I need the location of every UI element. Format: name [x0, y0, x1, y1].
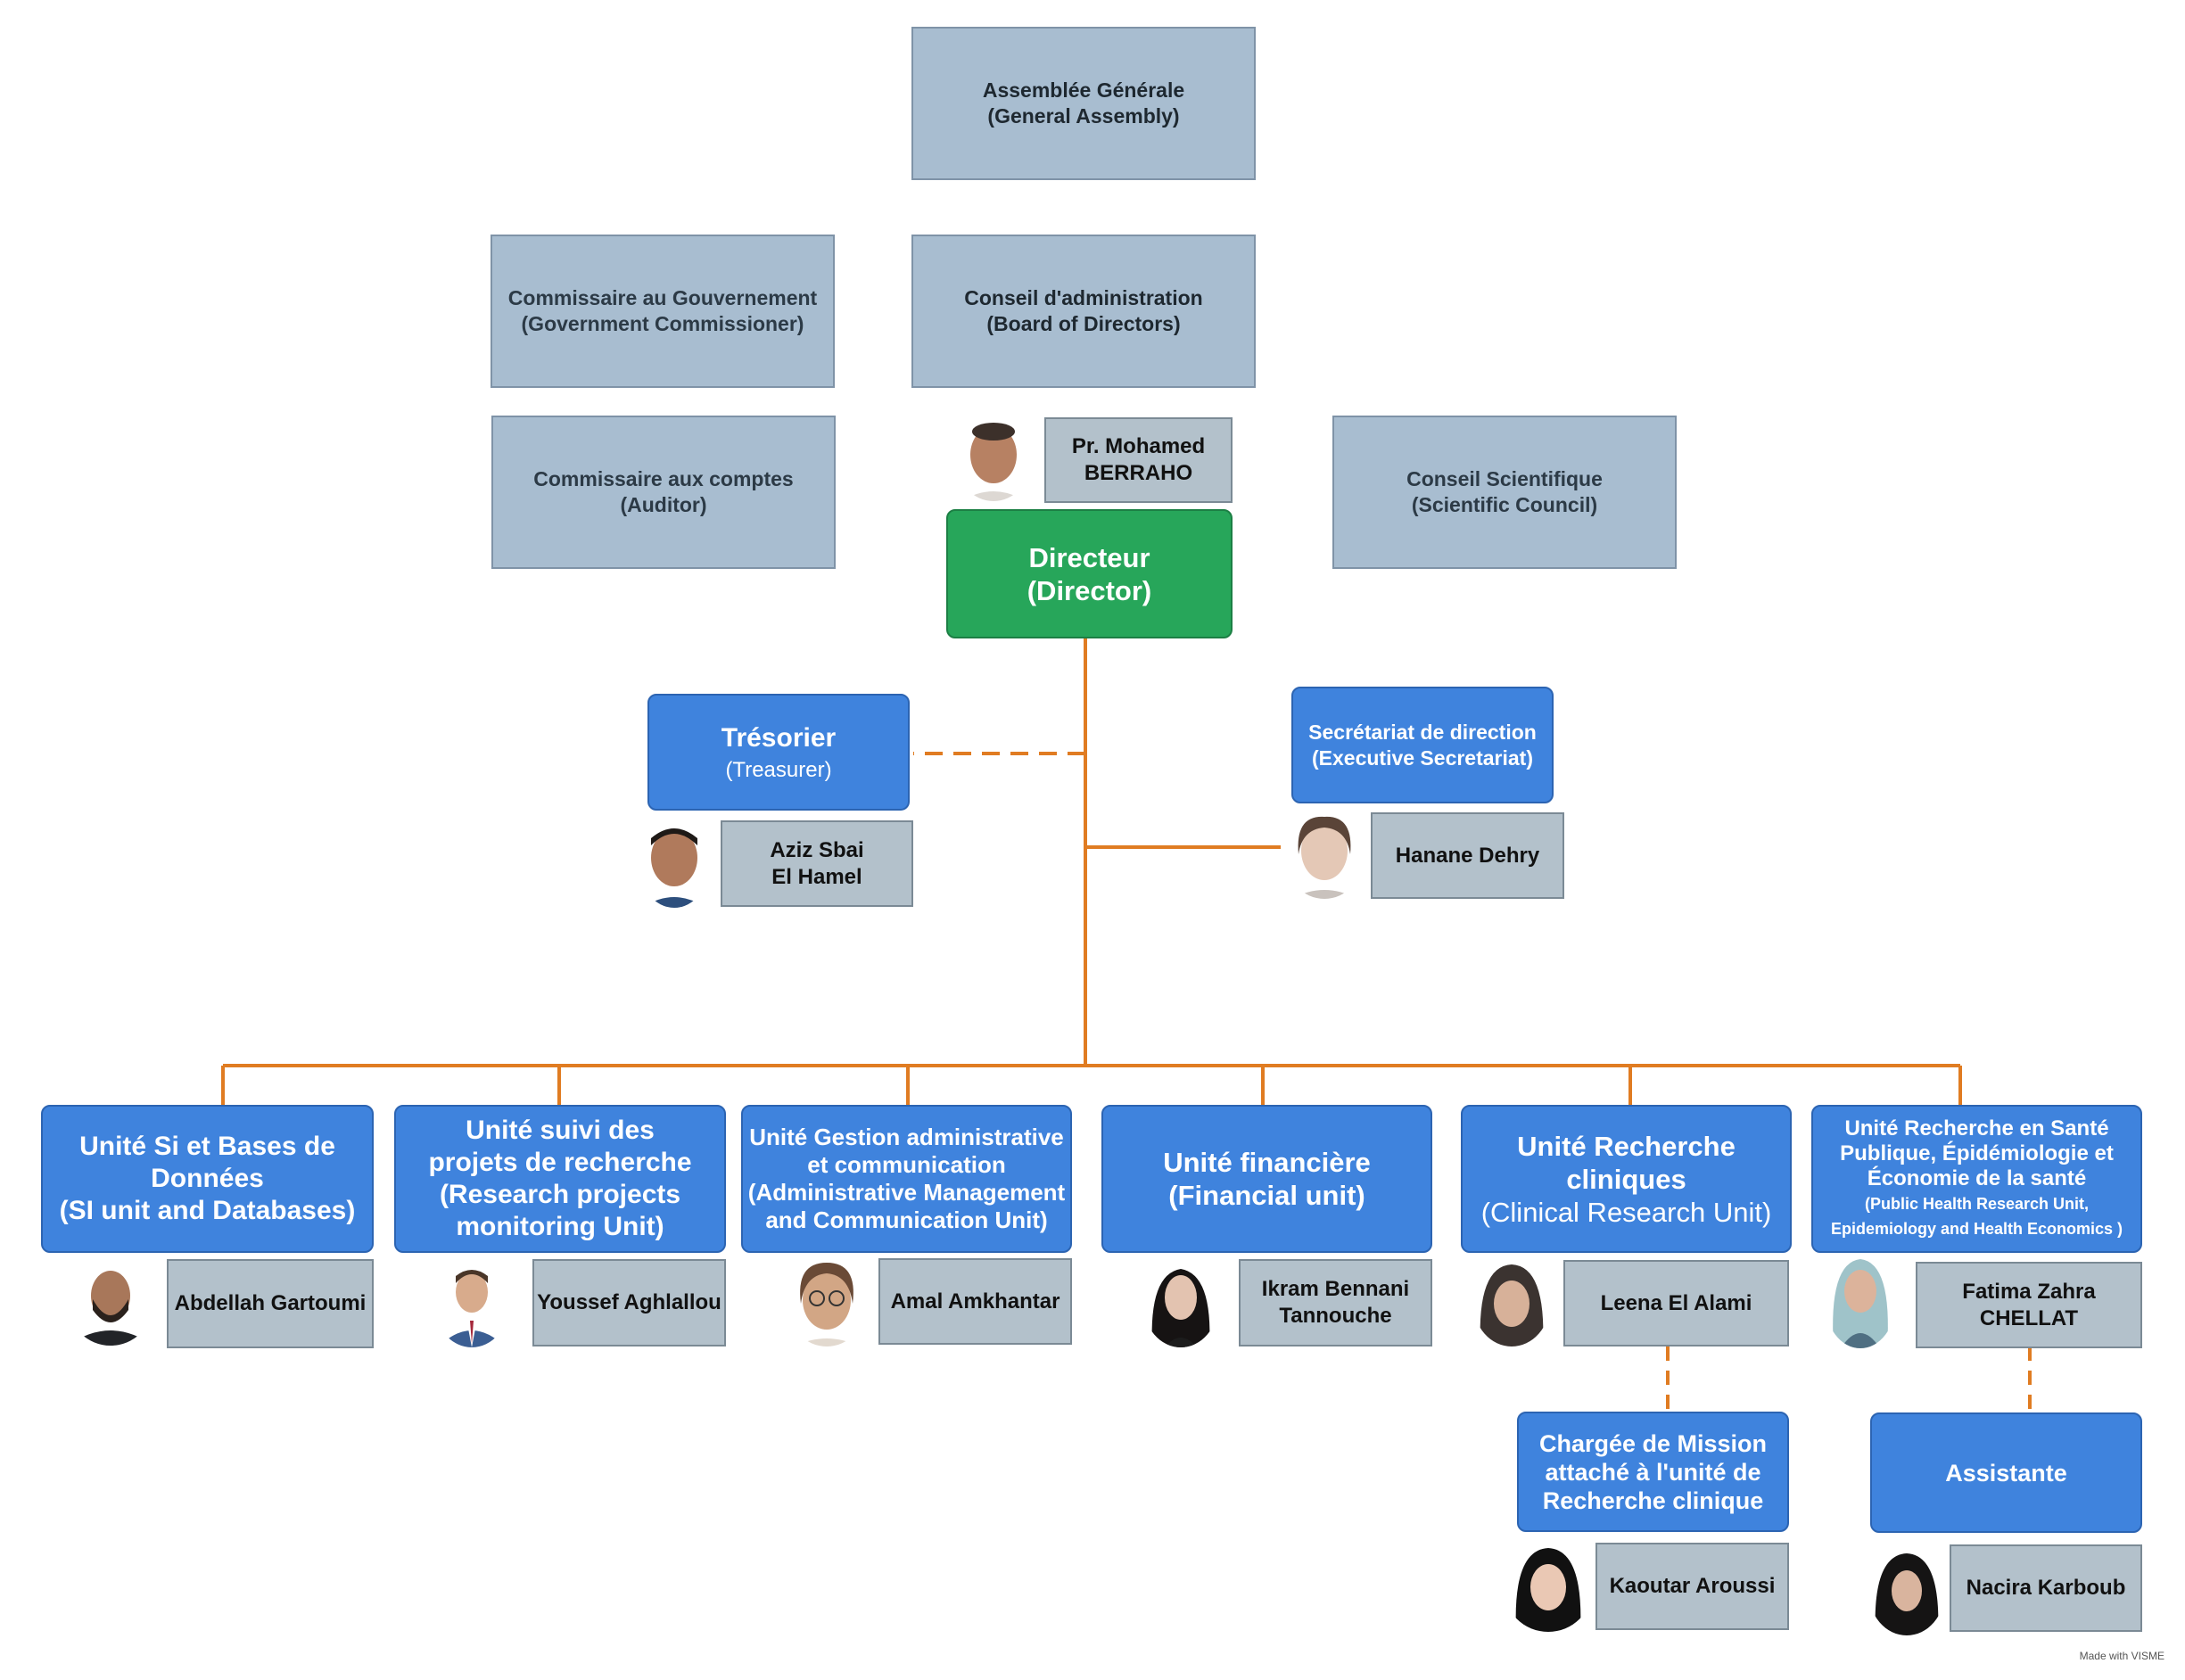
mission-name-box: Kaoutar Aroussi	[1595, 1543, 1789, 1630]
unit-6-avatar	[1825, 1254, 1896, 1348]
unit-clinical-research-box: Unité Recherche cliniques (Clinical Rese…	[1461, 1105, 1792, 1253]
unit-5-name-box: Leena El Alami	[1563, 1260, 1789, 1346]
unit-3-name-box: Amal Amkhantar	[878, 1258, 1072, 1345]
unit-3-avatar	[787, 1257, 867, 1346]
treasurer-name-box: Aziz Sbai El Hamel	[721, 820, 913, 907]
unit-public-health-box: Unité Recherche en Santé Publique, Épidé…	[1811, 1105, 2142, 1253]
unit-2-name-box: Youssef Aghlallou	[532, 1259, 726, 1346]
unit-4-name-box: Ikram Bennani Tannouche	[1239, 1259, 1432, 1346]
unit-5-avatar	[1473, 1259, 1550, 1346]
unit-1-avatar	[68, 1260, 153, 1346]
director-box: Directeur (Director)	[946, 509, 1233, 638]
unit-financial-box: Unité financière (Financial unit)	[1101, 1105, 1432, 1253]
assistant-avatar	[1868, 1546, 1945, 1635]
director-name-box: Pr. Mohamed BERRAHO	[1044, 417, 1233, 503]
assistant-box: Assistante	[1870, 1412, 2142, 1533]
visme-credit: Made with VISME	[2079, 1650, 2164, 1662]
executive-secretariat-box: Secrétariat de direction (Executive Secr…	[1291, 687, 1554, 803]
treasurer-avatar	[639, 819, 710, 908]
unit-1-name-box: Abdellah Gartoumi	[167, 1259, 374, 1348]
unit-2-avatar	[434, 1260, 509, 1347]
mission-officer-box: Chargée de Mission attaché à l'unité de …	[1517, 1412, 1789, 1532]
unit-6-name-box: Fatima Zahra CHELLAT	[1916, 1262, 2142, 1348]
unit-admin-communication-box: Unité Gestion administrative et communic…	[741, 1105, 1072, 1253]
unit-4-avatar	[1143, 1260, 1218, 1347]
secretariat-avatar	[1284, 810, 1365, 899]
scientific-council-box: Conseil Scientifique (Scientific Council…	[1332, 416, 1677, 569]
unit-si-databases-box: Unité Si et Bases de Données (SI unit an…	[41, 1105, 374, 1253]
government-commissioner-box: Commissaire au Gouvernement (Government …	[491, 235, 835, 388]
unit-research-projects-box: Unité suivi des projets de recherche (Re…	[394, 1105, 726, 1253]
secretariat-name-box: Hanane Dehry	[1371, 812, 1564, 899]
general-assembly-box: Assemblée Générale (General Assembly)	[911, 27, 1256, 180]
treasurer-box: Trésorier (Treasurer)	[647, 694, 910, 811]
mission-avatar	[1504, 1543, 1593, 1632]
board-of-directors-box: Conseil d'administration (Board of Direc…	[911, 235, 1256, 388]
assistant-name-box: Nacira Karboub	[1950, 1544, 2142, 1632]
director-avatar	[956, 419, 1031, 501]
auditor-box: Commissaire aux comptes (Auditor)	[491, 416, 836, 569]
